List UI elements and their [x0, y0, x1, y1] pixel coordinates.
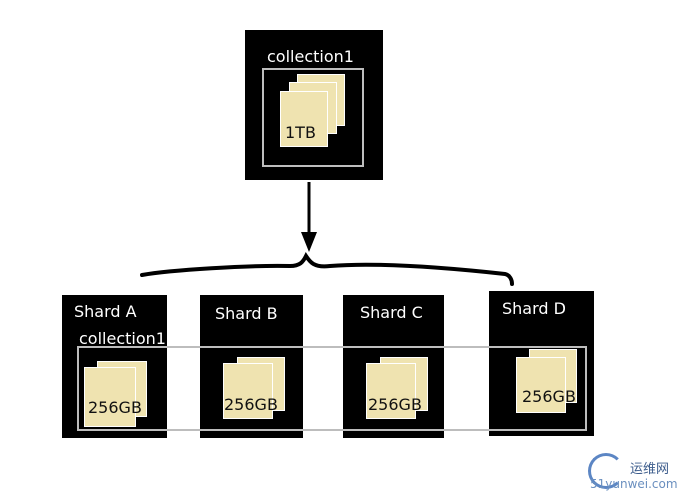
shard-a-size: 256GB [88, 398, 142, 417]
shard-collection-frame [77, 346, 587, 431]
top-document-size: 1TB [285, 123, 316, 142]
shard-a-document-front [84, 367, 136, 427]
shard-d-size: 256GB [522, 387, 576, 406]
shard-c-label: Shard C [360, 303, 423, 322]
shard-a-box: Shard A 256GB [62, 295, 167, 438]
shard-d-document-front [516, 357, 566, 413]
shard-c-box: Shard C 256GB [343, 295, 444, 438]
shard-b-document-front [223, 363, 273, 419]
shard-b-size: 256GB [224, 395, 278, 414]
top-collection-frame [262, 68, 364, 167]
shard-collection-label: collection1 [79, 329, 166, 348]
shard-d-box: Shard D 256GB [489, 291, 594, 436]
shard-a-label: Shard A [74, 302, 137, 321]
brace-line [140, 252, 514, 286]
watermark-line1: 运维网 [630, 462, 670, 477]
arrow-head [301, 232, 317, 252]
watermark-logo [588, 453, 624, 489]
shard-b-label: Shard B [215, 304, 278, 323]
shard-c-document-front [366, 363, 416, 419]
top-collection-label: collection1 [267, 47, 354, 66]
top-collection-box: collection1 1TB [245, 30, 383, 180]
watermark-line2: 51yunwei.com [590, 477, 678, 491]
shard-c-size: 256GB [368, 395, 422, 414]
shard-b-box: Shard B 256GB [200, 295, 303, 438]
shard-d-label: Shard D [502, 299, 566, 318]
document-front [280, 91, 328, 147]
